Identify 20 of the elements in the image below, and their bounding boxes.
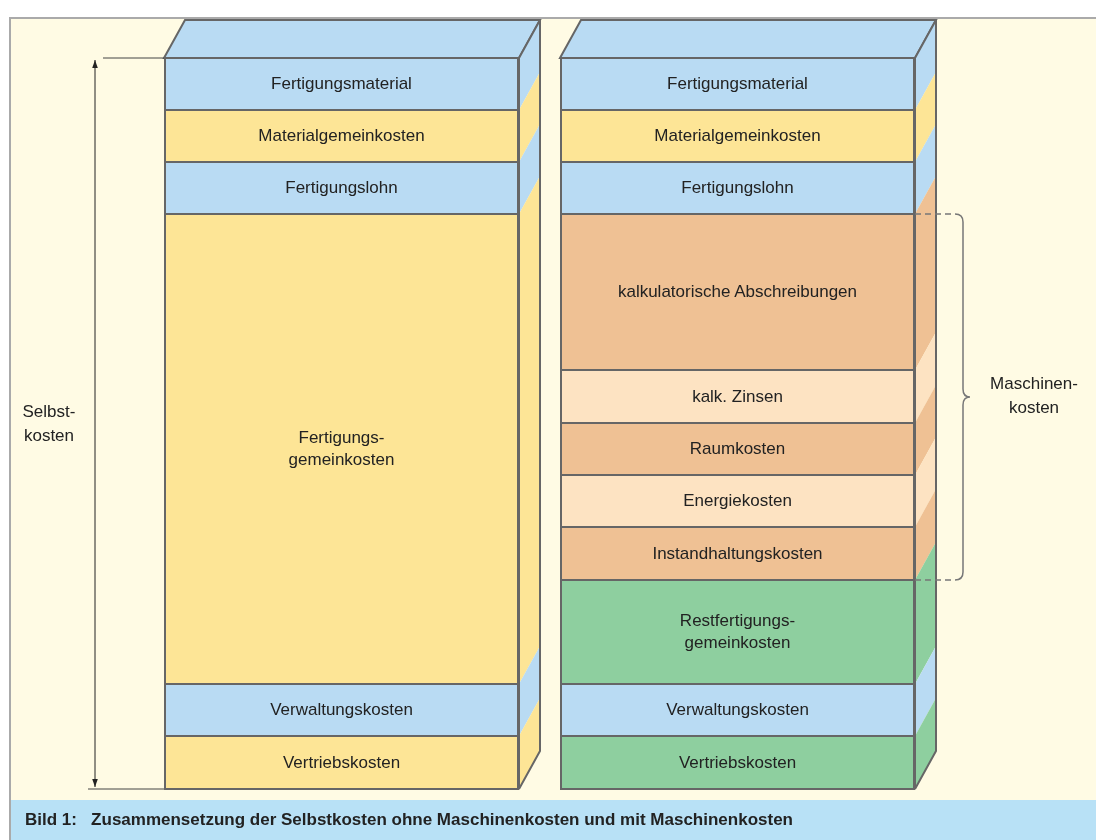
layer-label: Fertigungsmaterial <box>667 73 808 95</box>
layer-label: Instandhaltungskosten <box>652 542 823 565</box>
layer-label: Fertigungslohn <box>285 177 398 199</box>
layer-label: Fertigungslohn <box>681 177 794 199</box>
layer-label: kalkulatorische Abschreibungen <box>617 281 858 303</box>
layer-label: Fertigungsmaterial <box>271 73 412 95</box>
layer-label: Verwaltungskosten <box>270 699 413 721</box>
layer-label: Materialgemeinkosten <box>654 125 821 147</box>
layer-label: Vertriebskosten <box>282 751 401 774</box>
layer-label: Raumkosten <box>689 438 786 460</box>
dimension-label: Selbst- kosten <box>21 401 77 447</box>
caption: Bild 1: Zusammensetzung der Selbstkosten ohne Maschinenkosten und mit Maschinenkosten <box>25 809 793 832</box>
layer-label: kalk. Zinsen <box>692 385 783 408</box>
layer-label: Materialgemeinkosten <box>258 125 425 147</box>
layer-label: Energiekosten <box>683 490 792 512</box>
layer-label: Verwaltungskosten <box>666 699 809 721</box>
brace-label: Maschinen- kosten <box>989 373 1079 419</box>
layer-label: Fertigungs- gemeinkosten <box>288 427 395 471</box>
layer-label: Restfertigungs- gemeinkosten <box>679 610 796 654</box>
layer-label: Vertriebskosten <box>678 751 797 774</box>
